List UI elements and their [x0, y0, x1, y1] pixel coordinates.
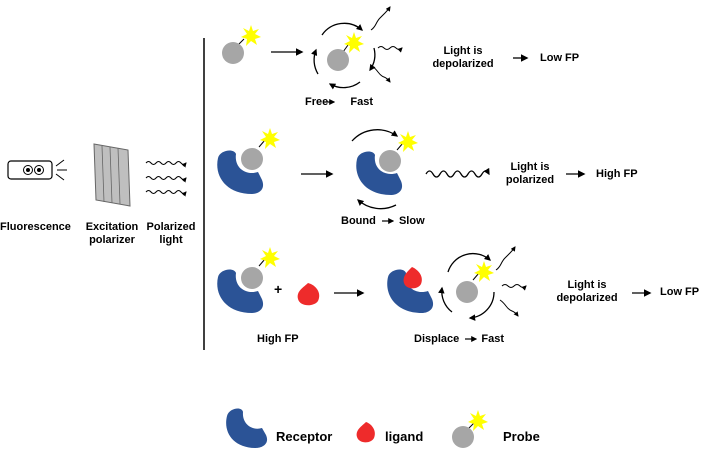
row3-speed: Fast [481, 333, 504, 345]
row3-plus: + [274, 281, 283, 297]
row1-result-line1: Light is [443, 45, 483, 57]
row1-state: Free [305, 96, 329, 108]
label-fluorescence: Fluorescence [0, 221, 71, 233]
row3-displaced-complex [387, 267, 434, 313]
label-excitation: Excitation polarizer [80, 221, 144, 247]
row2-state: Bound [341, 215, 376, 227]
legend-probe-icon [452, 410, 488, 448]
row3-result: Light is depolarized [549, 279, 625, 305]
row3-result-line1: Light is [567, 279, 607, 291]
row1-speed: Fast [350, 96, 373, 108]
label-polarized-line2: light [159, 234, 183, 246]
polarized-light-waves [145, 161, 187, 197]
row3-bound-complex [217, 247, 280, 313]
row3-result-line2: depolarized [556, 292, 618, 304]
row2-bound-complex [217, 128, 280, 194]
row3-fp: Low FP [660, 286, 700, 298]
legend-ligand-label: ligand [385, 429, 424, 444]
row3-state: Displace [414, 333, 460, 345]
row1-state-label: Free Fast [305, 96, 373, 109]
fluorometer-icon [7, 159, 67, 181]
legend-receptor-label: Receptor [276, 429, 333, 444]
label-excitation-line2: polarizer [89, 234, 135, 246]
row1-rotating-probe [311, 22, 376, 90]
legend-probe-label: Probe [503, 429, 540, 444]
row2-state-label: Bound Slow [341, 215, 425, 228]
label-excitation-line1: Excitation [85, 221, 139, 233]
label-polarized-light: Polarized light [140, 221, 202, 247]
row1-result: Light is depolarized [425, 45, 501, 71]
label-polarized-line1: Polarized [146, 221, 196, 233]
row2-speed: Slow [398, 215, 425, 227]
row2-result: Light is polarized [498, 161, 562, 187]
legend-ligand-icon [356, 422, 375, 443]
row2-result-line2: polarized [505, 174, 555, 186]
row2-fp: High FP [596, 168, 638, 180]
row3-state-label: Displace Fast [414, 333, 504, 346]
row1-fp: Low FP [540, 52, 580, 64]
row1-free-probe [222, 25, 261, 64]
row2-result-line1: Light is [510, 161, 550, 173]
row3-scattered-light [495, 246, 527, 317]
legend-receptor-icon [226, 408, 268, 448]
row3-start-fp: High FP [257, 333, 299, 345]
row3-free-probe-rotating [438, 252, 495, 321]
row2-slow-rotation [351, 129, 418, 210]
row2-polarized-emission [425, 167, 490, 178]
row3-ligand [297, 283, 320, 306]
polarizer-icon [93, 143, 131, 207]
row1-result-line2: depolarized [432, 58, 494, 70]
row1-scattered-light [370, 6, 403, 83]
